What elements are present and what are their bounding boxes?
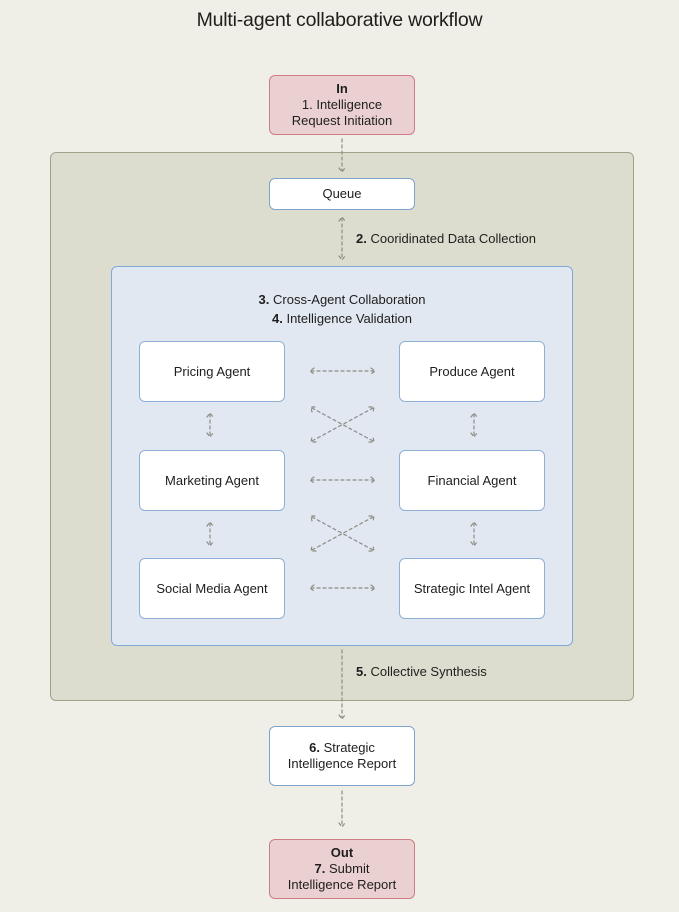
out-box-line1: 7. Submit <box>315 861 370 877</box>
pricing-agent-box: Pricing Agent <box>139 341 285 402</box>
arrowhead <box>206 432 214 438</box>
marketing-agent-label: Marketing Agent <box>165 472 259 488</box>
step-4-label: 4. Intelligence Validation <box>111 311 573 326</box>
arrowhead <box>338 822 346 828</box>
arrowhead <box>338 714 346 720</box>
out-box-line2: Intelligence Report <box>287 877 397 892</box>
step-2-label: 2. Cooridinated Data Collection <box>356 231 536 246</box>
arrowhead-queue-up <box>338 216 346 222</box>
queue-box: Queue <box>269 178 415 210</box>
step-3-number: 3. <box>258 292 270 307</box>
arrowhead <box>310 406 317 413</box>
report-line2: Intelligence Report <box>287 756 397 771</box>
report-line1: 6. Strategic <box>309 740 375 756</box>
connector-cross-1b <box>311 407 374 442</box>
arrowhead <box>309 367 315 375</box>
arrowhead <box>470 432 478 438</box>
arrowhead <box>470 521 478 527</box>
report-line1-text: Strategic <box>323 740 375 755</box>
social-media-agent-label: Social Media Agent <box>156 580 268 596</box>
in-box-heading: In <box>336 81 348 96</box>
arrowhead <box>310 515 317 522</box>
arrowhead-queue <box>338 167 346 173</box>
report-box: 6. Strategic Intelligence Report <box>269 726 415 786</box>
in-box-line2: Request Initiation <box>291 113 393 128</box>
in-box: In 1. Intelligence Request Initiation <box>269 75 415 135</box>
arrowhead <box>370 367 376 375</box>
step-5-text: Collective Synthesis <box>370 664 487 679</box>
pricing-agent-label: Pricing Agent <box>173 363 251 379</box>
out-box-heading: Out <box>330 845 354 860</box>
in-box-line1: 1. Intelligence <box>301 97 383 112</box>
arrowhead <box>206 412 214 418</box>
arrowhead <box>310 436 317 443</box>
arrowhead <box>370 476 376 484</box>
out-box-number: 7. <box>314 861 326 876</box>
marketing-agent-box: Marketing Agent <box>139 450 285 511</box>
step-5-number: 5. <box>356 664 367 679</box>
financial-agent-box: Financial Agent <box>399 450 545 511</box>
step-4-text: Intelligence Validation <box>286 311 412 326</box>
step-2-number: 2. <box>356 231 367 246</box>
connector-cross-2a <box>311 516 374 551</box>
arrowhead <box>368 436 375 443</box>
step-4-number: 4. <box>272 311 283 326</box>
arrowhead <box>206 521 214 527</box>
strategic-intel-agent-label: Strategic Intel Agent <box>413 580 531 596</box>
report-number: 6. <box>309 740 320 755</box>
arrowhead <box>206 541 214 547</box>
arrowhead-agents-down <box>338 255 346 261</box>
connector-cross-2b <box>311 516 374 551</box>
queue-label: Queue <box>322 186 362 201</box>
diagram-title: Multi-agent collaborative workflow <box>196 9 483 31</box>
financial-agent-label: Financial Agent <box>427 472 517 488</box>
produce-agent-label: Produce Agent <box>429 363 515 379</box>
social-media-agent-box: Social Media Agent <box>139 558 285 619</box>
arrowhead <box>470 412 478 418</box>
out-box: Out 7. Submit Intelligence Report <box>269 839 415 899</box>
step-3-text: Cross-Agent Collaboration <box>273 292 426 307</box>
produce-agent-box: Produce Agent <box>399 341 545 402</box>
arrowhead <box>310 545 317 552</box>
arrowhead <box>368 406 375 413</box>
step-5-label: 5. Collective Synthesis <box>356 664 487 679</box>
strategic-intel-agent-box: Strategic Intel Agent <box>399 558 545 619</box>
arrowhead <box>368 545 375 552</box>
arrowhead <box>309 476 315 484</box>
step-3-label: 3. Cross-Agent Collaboration <box>111 292 573 307</box>
out-box-line1-text: Submit <box>329 861 370 876</box>
step-2-text: Cooridinated Data Collection <box>370 231 536 246</box>
arrowhead <box>470 541 478 547</box>
arrowhead <box>368 515 375 522</box>
arrowhead <box>370 584 376 592</box>
connector-cross-1a <box>311 407 374 442</box>
arrowhead <box>309 584 315 592</box>
